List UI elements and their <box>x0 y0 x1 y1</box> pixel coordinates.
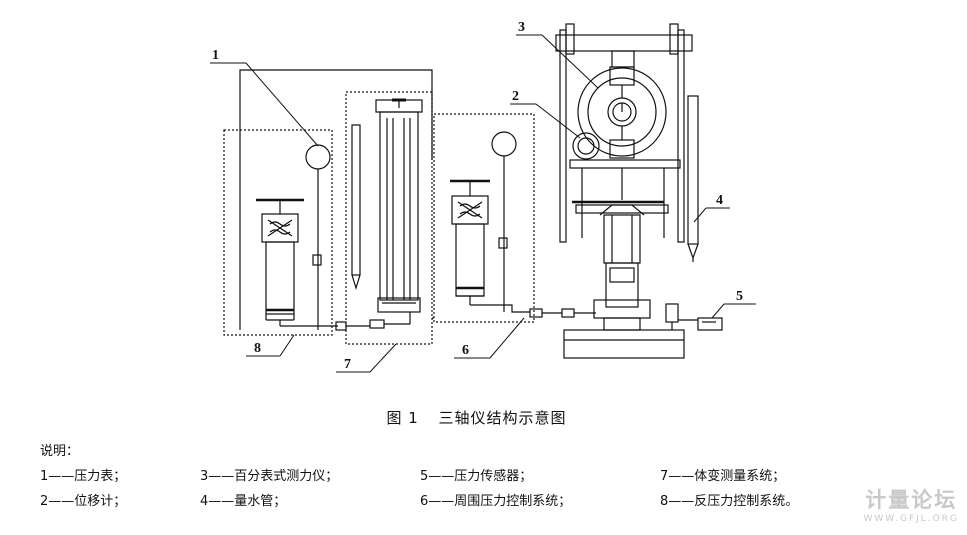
confining-pressure-control-system <box>432 113 596 323</box>
callout-8: 8 <box>254 341 261 356</box>
legend-item: 4——量水管； <box>200 494 287 509</box>
watermark-text: 计量论坛 <box>865 488 958 512</box>
legend-item: 2——位移计； <box>40 494 127 509</box>
watermark-url: WWW.GFJL.ORG <box>863 514 959 524</box>
callout-5: 5 <box>736 289 743 304</box>
callout-3: 3 <box>518 20 525 35</box>
pressure-gauge <box>305 144 331 170</box>
legend-item: 6——周围压力控制系统； <box>420 494 572 509</box>
volume-change-measurement-system <box>335 91 433 345</box>
legend-notes: 说明： 1——压力表； 3——百分表式测力仪； 5——压力传感器； 7——体变测… <box>40 440 798 515</box>
pressure-sensor <box>678 317 723 331</box>
triaxial-loading-frame <box>555 23 693 359</box>
figure-caption: 图 1 三轴仪结构示意图 <box>0 407 967 428</box>
pressure-gauge-2 <box>491 131 517 157</box>
proving-ring <box>577 66 667 159</box>
caption-text: 三轴仪结构示意图 <box>438 409 567 427</box>
callout-leaders <box>210 34 756 373</box>
callout-6: 6 <box>462 343 469 358</box>
legend-item: 3——百分表式测力仪； <box>200 469 339 484</box>
callout-2: 2 <box>512 89 519 104</box>
legend-row-1: 1——压力表； 3——百分表式测力仪； 5——压力传感器； 7——体变测量系统； <box>40 465 785 490</box>
displacement-gauge <box>572 132 600 160</box>
watermark: 计量论坛 WWW.GFJL.ORG <box>863 484 959 524</box>
caption-number: 图 1 <box>386 409 419 427</box>
legend-row-2: 2——位移计； 4——量水管； 6——周围压力控制系统； 8——反压力控制系统。 <box>40 490 798 515</box>
callout-1: 1 <box>212 48 219 63</box>
legend-item: 1——压力表； <box>40 469 127 484</box>
callout-4: 4 <box>716 193 723 208</box>
callout-7: 7 <box>344 357 351 372</box>
legend-item: 8——反压力控制系统。 <box>660 494 799 509</box>
triaxial-apparatus-diagram: 1 2 3 4 5 6 7 8 <box>210 20 756 373</box>
back-pressure-control-system <box>223 69 433 336</box>
water-burette <box>687 95 699 262</box>
legend-item: 5——压力传感器； <box>420 469 533 484</box>
legend-title: 说明： <box>40 444 80 459</box>
legend-item: 7——体变测量系统； <box>660 469 786 484</box>
